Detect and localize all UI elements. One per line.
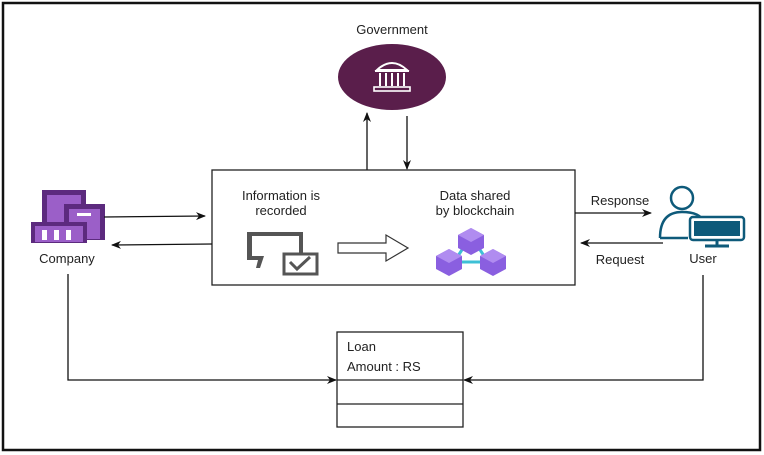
- recorded-label-line1: Information is: [242, 188, 321, 203]
- edge-process-to-company: [111, 240, 213, 249]
- request-label: Request: [596, 252, 645, 267]
- company-label: Company: [39, 251, 95, 266]
- user-computer-icon: [658, 185, 746, 248]
- office-building-icon: [31, 190, 105, 243]
- user-label: User: [689, 251, 717, 266]
- edge-company-to-process: [103, 212, 206, 221]
- monitor-check-icon: [247, 232, 319, 276]
- edge-company-to-loan: [67, 274, 337, 384]
- edge-user-to-loan: [463, 275, 704, 384]
- shared-label-line2: by blockchain: [436, 203, 515, 218]
- response-label: Response: [591, 193, 650, 208]
- loan-amount-label: Amount : RS: [347, 359, 421, 374]
- hollow-arrow-right-icon: [337, 233, 410, 263]
- process-box: [211, 169, 576, 286]
- recorded-label-line2: recorded: [255, 203, 306, 218]
- loan-record-box: [336, 331, 464, 428]
- loan-label: Loan: [347, 339, 376, 354]
- government-label: Government: [356, 22, 428, 37]
- shared-label-line1: Data shared: [440, 188, 511, 203]
- blockchain-cubes-icon: [436, 228, 506, 276]
- government-building-icon: [338, 44, 446, 110]
